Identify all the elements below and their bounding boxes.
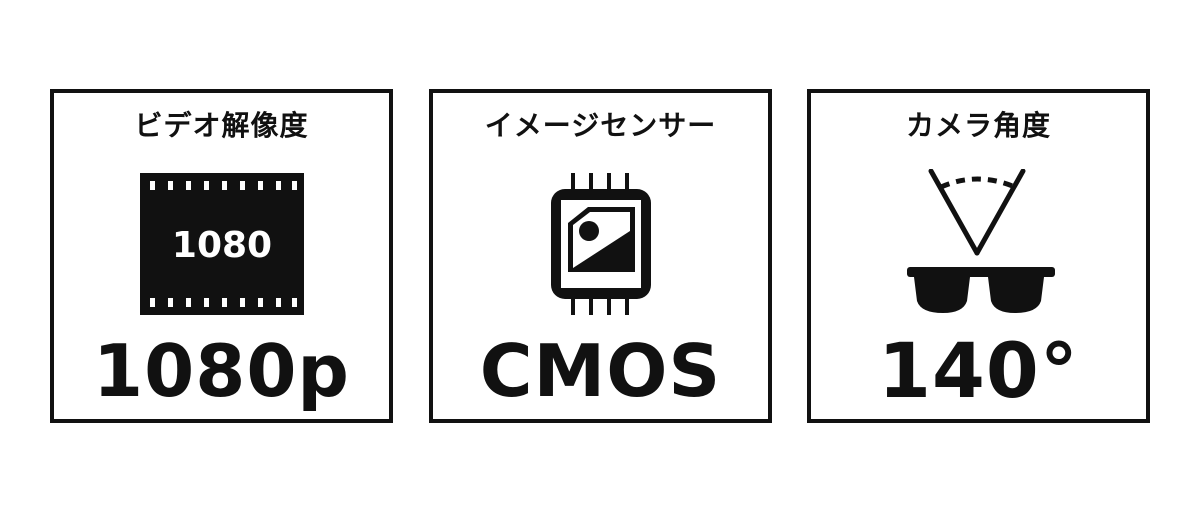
camera-angle-card: カメラ角度 140° [807,89,1150,423]
card-value: 1080p [93,329,350,413]
camera-angle-graphic [906,169,1055,313]
card-value: 140° [878,326,1079,415]
card-label: イメージセンサー [484,109,717,142]
image-sensor-chip-icon [433,169,768,319]
angle-indicator [928,169,1025,256]
film-strip-graphic: 1080 [139,173,304,315]
card-label: カメラ角度 [905,109,1051,142]
sunglasses [906,267,1055,313]
film-strip-text: 1080 [171,225,271,266]
film-perforations-top [149,181,297,190]
video-resolution-card: ビデオ解像度 [50,89,393,423]
card-value: CMOS [479,329,722,413]
image-sensor-card: イメージセンサー CMOS [429,89,772,423]
card-label: ビデオ解像度 [134,109,309,142]
film-perforations-bottom [149,298,297,307]
film-strip-icon: 1080 [54,169,389,319]
chip-graphic [550,173,651,315]
chip-pins [570,173,629,315]
sunglasses-camera-angle-icon [811,169,1146,319]
